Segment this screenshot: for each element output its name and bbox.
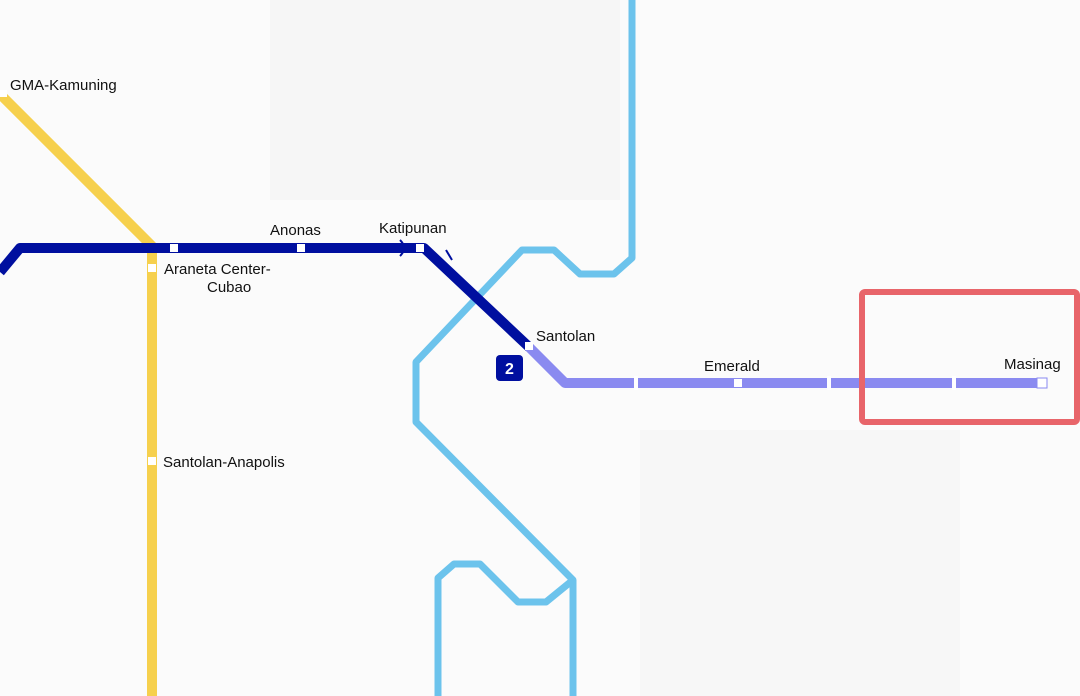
station-label-araneta-line2[interactable]: Cubao [207,279,251,296]
track-gap [827,376,831,390]
station-label-katipunan[interactable]: Katipunan [379,220,447,237]
tunnel-mark [433,249,453,269]
station-marker-santolan[interactable] [525,342,533,350]
tunnel-mark [399,239,405,257]
station-marker-emerald[interactable] [734,379,742,387]
station-label-masinag[interactable]: Masinag [1004,356,1061,373]
river [412,0,636,696]
station-label-gma-kamuning[interactable]: GMA-Kamuning [10,77,117,94]
line-2-badge-label: 2 [505,361,514,378]
track-gap [952,376,956,390]
station-marker-anonas[interactable] [297,244,305,252]
river-branch [434,560,576,696]
track-gap [634,376,638,390]
station-label-santolan-anapolis[interactable]: Santolan-Anapolis [163,454,285,471]
station-label-araneta-line1[interactable]: Araneta Center- [164,261,271,278]
highlight-box [859,289,1080,425]
line-2-track [0,243,533,351]
station-label-anonas[interactable]: Anonas [270,222,321,239]
line-2-extension-track [525,343,1046,388]
station-marker-gma-kamuning[interactable] [0,90,7,97]
station-marker-masinag[interactable] [1036,377,1048,389]
station-marker-santolan-anapolis[interactable] [148,457,156,465]
station-marker-araneta-line2[interactable] [170,244,178,252]
background-block [270,0,620,200]
line-2-badge [496,355,523,381]
background-block [640,430,960,696]
station-label-santolan[interactable]: Santolan [536,328,595,345]
station-label-emerald[interactable]: Emerald [704,358,760,375]
station-marker-araneta-line1[interactable] [148,264,156,272]
station-marker-katipunan[interactable] [416,244,424,252]
